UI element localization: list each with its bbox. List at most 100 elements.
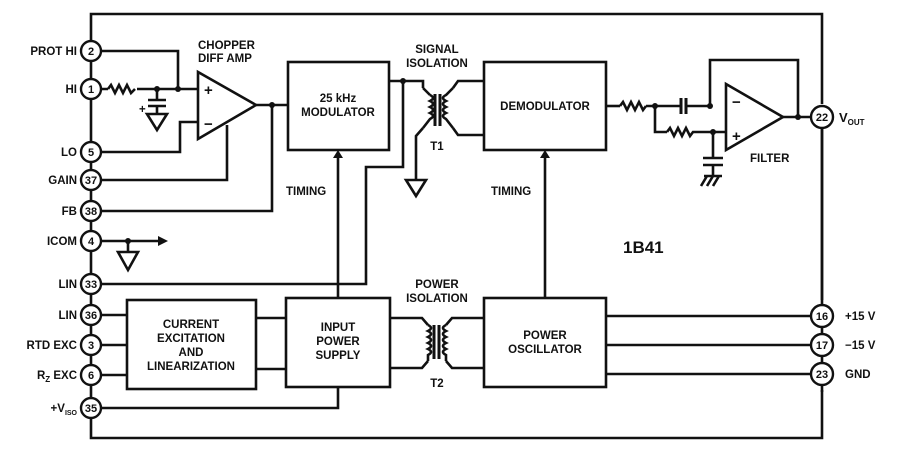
filter-plus: + bbox=[732, 128, 741, 145]
pin-number: 16 bbox=[816, 311, 828, 323]
pin-label: LO bbox=[61, 147, 77, 159]
current-excitation-label-1: CURRENT bbox=[163, 319, 219, 331]
filter-triangle bbox=[724, 81, 786, 153]
pin-label: +VISO bbox=[51, 403, 78, 417]
chopper-amp-label-2: DIFF AMP bbox=[198, 53, 252, 65]
prot-hi-wire bbox=[101, 49, 180, 89]
pin-label: LIN bbox=[58, 310, 77, 322]
pin-number: 38 bbox=[85, 206, 97, 218]
chopper-amp-triangle bbox=[196, 69, 259, 142]
gain-wire bbox=[101, 125, 229, 182]
filter-label: FILTER bbox=[750, 153, 790, 165]
chopper-amp-minus: − bbox=[204, 116, 213, 133]
demodulator-label: DEMODULATOR bbox=[500, 101, 590, 113]
t2-primary-wire bbox=[390, 316, 429, 370]
t2-label: T2 bbox=[430, 378, 443, 390]
arrow-up-icon bbox=[333, 150, 343, 158]
pin-label: PROT HI bbox=[30, 46, 77, 58]
timing-right-label: TIMING bbox=[491, 186, 531, 198]
pin-number: 4 bbox=[88, 236, 95, 248]
current-excitation-block bbox=[125, 298, 258, 391]
t1-transformer-icon bbox=[421, 87, 455, 129]
chopper-amp-label-1: CHOPPER bbox=[198, 40, 256, 52]
input-power-supply-label-3: SUPPLY bbox=[316, 350, 361, 362]
modulator-label-1: 25 kHz bbox=[320, 93, 357, 105]
pin-label: −15 V bbox=[845, 340, 876, 352]
pin-gain: 37 GAIN bbox=[48, 168, 103, 192]
filter-capacitor-icon bbox=[679, 98, 688, 114]
modulator-block bbox=[286, 60, 391, 152]
pin-label: GND bbox=[845, 369, 871, 381]
pin-label: +15 V bbox=[845, 311, 876, 323]
ground-icon bbox=[403, 178, 429, 199]
pin-number: 37 bbox=[85, 175, 97, 187]
timing-left-label: TIMING bbox=[286, 186, 326, 198]
pin-plus15v: 16 +15 V bbox=[809, 303, 876, 329]
pin-icom: 4 ICOM bbox=[47, 229, 103, 253]
pin-number: 36 bbox=[85, 310, 97, 322]
pin-lin-33: 33 LIN bbox=[58, 272, 103, 296]
filter-cap-ground bbox=[703, 132, 723, 176]
arrow-right-icon bbox=[158, 236, 168, 246]
part-number: 1B41 bbox=[623, 238, 664, 257]
filter-minus: − bbox=[732, 94, 741, 111]
pin-lin-36: 36 LIN bbox=[58, 303, 103, 327]
pin-hi: 1 HI bbox=[66, 77, 103, 101]
pin-number: 1 bbox=[88, 84, 94, 96]
pin-number: 23 bbox=[816, 369, 828, 381]
signal-isolation-label-2: ISOLATION bbox=[406, 58, 468, 70]
fb-wire bbox=[101, 105, 274, 213]
modulator-label-2: MODULATOR bbox=[301, 107, 375, 119]
pin-rtd-exc: 3 RTD EXC bbox=[27, 333, 103, 357]
pin-number: 33 bbox=[85, 279, 97, 291]
pin-number: 22 bbox=[816, 112, 828, 124]
pin-label: VOUT bbox=[839, 110, 865, 127]
pin-lo: 5 LO bbox=[61, 140, 103, 164]
pin-v-iso: 35 +VISO bbox=[51, 396, 103, 420]
lin33-wire bbox=[101, 81, 405, 286]
power-isolation-label-1: POWER bbox=[415, 279, 459, 291]
power-oscillator-block bbox=[482, 296, 608, 389]
pin-number: 5 bbox=[88, 147, 94, 159]
filter-wire bbox=[646, 104, 726, 134]
t1-primary-return bbox=[414, 127, 424, 180]
t1-label: T1 bbox=[430, 141, 444, 153]
vios-wire bbox=[101, 387, 340, 410]
t2-transformer-icon bbox=[425, 323, 449, 361]
ground-icon bbox=[115, 250, 141, 273]
current-excitation-label-2: EXCITATION bbox=[157, 333, 225, 345]
pin-label: ICOM bbox=[47, 236, 77, 248]
junction-dot bbox=[652, 103, 658, 109]
chopper-amp-plus: + bbox=[204, 82, 213, 99]
t2-secondary-wire bbox=[445, 316, 484, 370]
power-isolation-label-2: ISOLATION bbox=[406, 293, 468, 305]
junction-dot bbox=[795, 114, 801, 120]
filter-resistor-2-icon bbox=[665, 125, 695, 139]
pin-label: HI bbox=[66, 84, 78, 96]
pin-vout: 22 VOUT bbox=[809, 104, 865, 130]
input-power-supply-label-2: POWER bbox=[316, 336, 360, 348]
signal-isolation-label-1: SIGNAL bbox=[415, 44, 458, 56]
pin-number: 3 bbox=[88, 340, 94, 352]
pin-number: 2 bbox=[88, 46, 94, 58]
pin-label: LIN bbox=[58, 279, 77, 291]
pin-minus15v: 17 −15 V bbox=[809, 332, 876, 358]
pin-label: RZ EXC bbox=[37, 370, 77, 384]
mod-to-t1-wire bbox=[389, 79, 425, 88]
arrow-up-icon bbox=[540, 150, 550, 158]
power-oscillator-label-1: POWER bbox=[523, 330, 567, 342]
cap-plus-mark: + bbox=[139, 104, 146, 116]
pin-rz-exc: 6 RZ EXC bbox=[37, 363, 103, 387]
filter-resistor-1-icon bbox=[618, 99, 648, 113]
excitation-to-psu-wire bbox=[256, 316, 286, 371]
chassis-ground-icon bbox=[699, 174, 722, 187]
pin-label: RTD EXC bbox=[27, 340, 77, 352]
lo-wire bbox=[101, 120, 198, 154]
pin-number: 35 bbox=[85, 403, 97, 415]
power-oscillator-label-2: OSCILLATOR bbox=[508, 344, 582, 356]
current-excitation-label-4: LINEARIZATION bbox=[147, 361, 235, 373]
pin-number: 6 bbox=[88, 370, 94, 382]
pin-gnd: 23 GND bbox=[809, 361, 871, 387]
ground-icon bbox=[144, 112, 170, 133]
